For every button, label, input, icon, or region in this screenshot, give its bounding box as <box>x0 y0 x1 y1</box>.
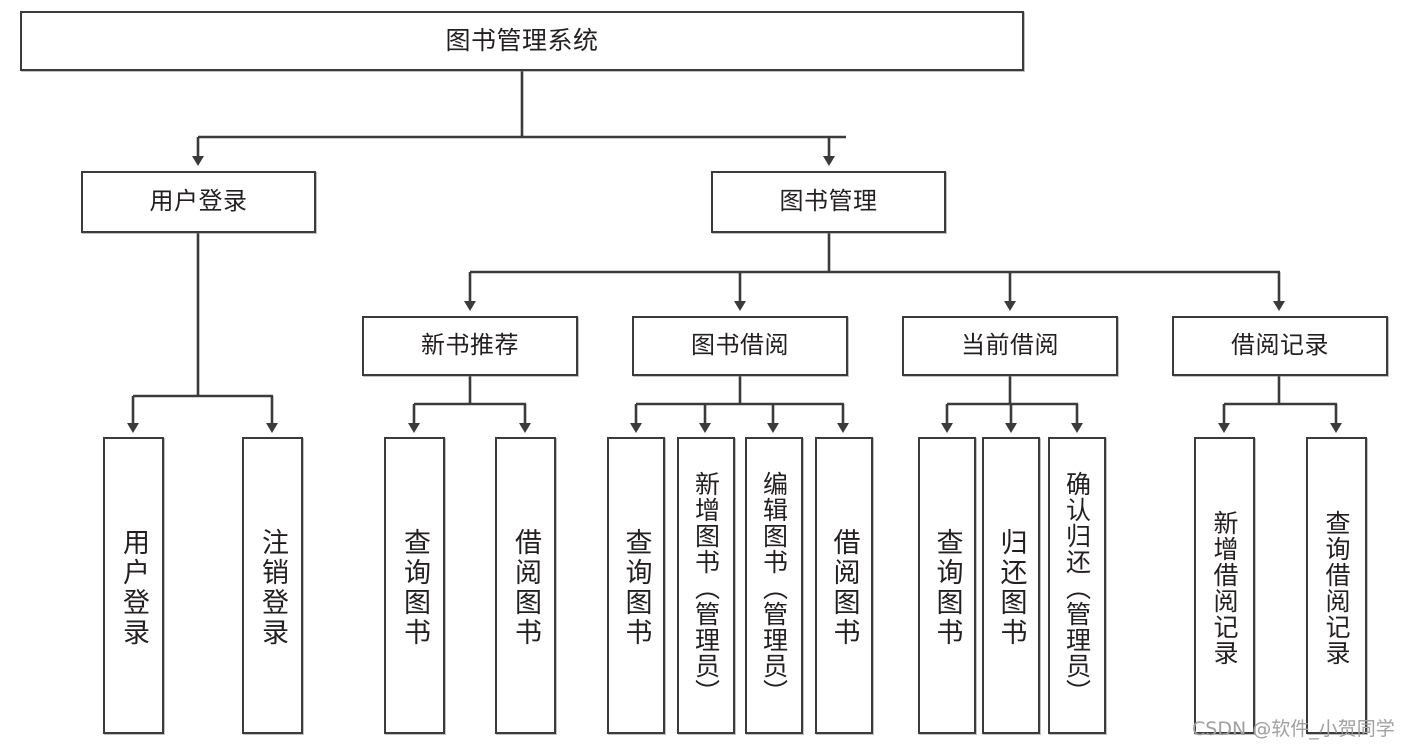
node-label: 编辑图书（管理员） <box>759 470 789 705</box>
node-label: 新增借阅记录 <box>1210 509 1239 666</box>
node-label: 查询借阅记录 <box>1322 509 1351 666</box>
node-leaf-edit-book-admin[interactable]: 编辑图书（管理员） <box>745 437 803 734</box>
node-label: 归还图书 <box>995 527 1027 648</box>
node-label: 图书管理系统 <box>445 25 599 55</box>
node-book-management[interactable]: 图书管理 <box>711 171 946 233</box>
node-label: 注销登录 <box>257 527 288 648</box>
node-current-borrow[interactable]: 当前借阅 <box>902 316 1118 376</box>
node-root-system[interactable]: 图书管理系统 <box>20 11 1024 71</box>
node-leaf-borrow-book[interactable]: 借阅图书 <box>815 437 873 734</box>
node-label: 借阅图书 <box>510 527 541 648</box>
node-leaf-query-book-recommend[interactable]: 查询图书 <box>384 437 445 734</box>
node-label: 图书借阅 <box>691 331 789 360</box>
node-label: 确认归还（管理员） <box>1062 470 1092 705</box>
node-leaf-add-borrow-record[interactable]: 新增借阅记录 <box>1194 437 1255 734</box>
node-leaf-query-book-current[interactable]: 查询图书 <box>918 437 976 734</box>
node-leaf-query-borrow-record[interactable]: 查询借阅记录 <box>1306 437 1367 734</box>
node-leaf-confirm-return-admin[interactable]: 确认归还（管理员） <box>1048 437 1106 734</box>
node-user-login[interactable]: 用户登录 <box>81 171 316 233</box>
node-label: 查询图书 <box>399 527 430 648</box>
node-label: 新增图书（管理员） <box>691 470 721 705</box>
watermark: CSDN @软件_小贺同学 <box>1192 718 1395 740</box>
node-leaf-user-login[interactable]: 用户登录 <box>103 437 164 734</box>
node-label: 借阅记录 <box>1231 331 1329 360</box>
node-label: 用户登录 <box>118 527 149 648</box>
node-borrow-record[interactable]: 借阅记录 <box>1172 316 1388 376</box>
node-label: 查询图书 <box>931 527 963 648</box>
node-leaf-logout[interactable]: 注销登录 <box>242 437 303 734</box>
node-label: 当前借阅 <box>961 331 1059 360</box>
node-book-borrow[interactable]: 图书借阅 <box>632 316 848 376</box>
node-leaf-query-book-borrow[interactable]: 查询图书 <box>607 437 665 734</box>
node-leaf-add-book-admin[interactable]: 新增图书（管理员） <box>677 437 735 734</box>
node-label: 查询图书 <box>620 527 652 648</box>
node-new-book-recommend[interactable]: 新书推荐 <box>362 316 578 376</box>
node-label: 用户登录 <box>149 187 248 216</box>
node-leaf-borrow-book-recommend[interactable]: 借阅图书 <box>495 437 556 734</box>
node-label: 新书推荐 <box>421 331 519 360</box>
node-label: 借阅图书 <box>828 527 860 648</box>
node-leaf-return-book[interactable]: 归还图书 <box>982 437 1040 734</box>
node-label: 图书管理 <box>779 187 878 216</box>
